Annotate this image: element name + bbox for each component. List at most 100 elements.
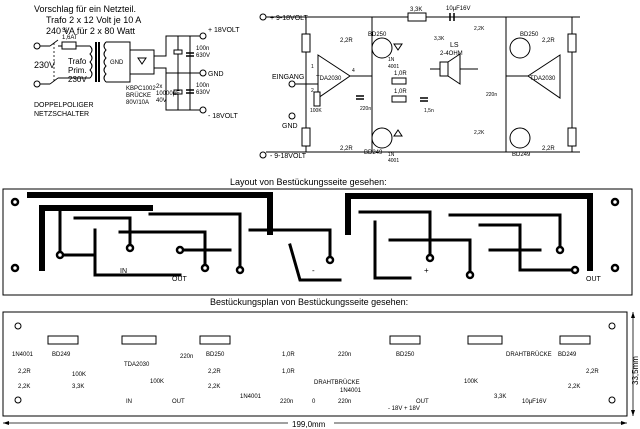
r10-label: 1,0R [394,71,407,77]
speaker-magnet [439,61,449,77]
part-zero-label: 0 [312,399,316,405]
r22-label: 2,2R [542,38,555,44]
c15-label: 1,5n [424,108,434,114]
mounting-hole [14,322,22,330]
bridge-diode-symbol [137,57,147,65]
dimension-arrow [3,421,9,425]
bulk-cap-symbol [173,89,183,95]
pcb-fat-trace [39,205,153,271]
mounting-hole [10,263,20,273]
part-bd249-label: BD249 [558,352,577,358]
part-r100k-label: 100K [72,372,86,378]
layout-minus-label: - [312,266,315,275]
part-r10-label: 1,0R [282,369,295,375]
height-dimension-label: 33,5mm [631,356,640,385]
resistor-100k [313,91,321,107]
pcb-pad [425,253,435,263]
part-out-label: OUT [416,399,429,405]
bulk-cap-label-line-2: 10000µF [156,91,180,97]
c220-label: 220n [486,92,497,98]
dimension-arrow [621,421,627,425]
part-diode-label: 1N4001 [340,388,362,394]
pcb-pad [55,250,65,260]
film-cap-label-line-2: 630V [196,53,210,59]
resistor-1r0 [391,77,407,85]
mounting-hole [608,322,616,330]
r22-label: 2,2R [542,146,555,152]
mounting-hole [608,396,616,404]
pcb-pad [175,245,185,255]
part-c220-label: 220n [280,399,293,405]
pin-label: 2 [311,88,314,94]
part-bridge-label: DRAHTBRÜCKE [506,351,552,358]
component-placement-view: Bestückungsplan von Bestückungsseite ges… [2,297,640,429]
pcb-trace [388,238,472,277]
diode-symbol [393,43,403,51]
rect-gnd-label: GND [110,60,124,66]
part-c10u-label: 10µF16V [522,399,546,405]
pcb-pad [200,263,210,273]
part-r22k-label: 2,2K [18,384,30,390]
pcb-trace [118,230,207,270]
part-bd249-label: BD249 [52,352,71,358]
part-c220-label: 220n [338,399,351,405]
feedback-resistor [407,12,427,22]
fuse-label-line-1: Si [62,28,67,34]
heatsink-tda2030 [467,335,503,345]
pcb-trace [93,228,182,277]
pcb-layout-view: Layout von Bestückungsseite gesehen: [2,177,633,296]
r22-label: 2,2R [340,146,353,152]
part-r22-label: 2,2R [18,369,31,375]
fuse-symbol [61,41,77,50]
speaker-cone [447,53,461,85]
amp-neg-rail-label: - 9-18VOLT [270,153,307,160]
bd249-label: BD249 [512,152,531,158]
mounting-hole [610,263,620,273]
part-bridge-label: DRAHTBRÜCKE [314,379,360,386]
part-r33k-label: 3,3K [72,384,84,390]
opamp-left [317,54,351,99]
width-dimension-label: 199,0mm [292,420,326,429]
part-r22-label: 2,2R [208,369,221,375]
resistor-1r0 [391,95,407,103]
dimension-label-bg [288,418,334,428]
pcb-pad [125,243,135,253]
trafo-label-line-1: Trafo [68,57,87,66]
trafo-label-line-2: Prim. [68,66,87,75]
r22k-label: 2,2K [474,26,485,32]
r10-label: 1,0R [394,89,407,95]
ic-left-label: TDA2030 [316,76,342,82]
transistor-bd250-left [371,37,393,59]
mounting-hole [10,197,20,207]
transistor-bd250-right [509,37,531,59]
film-cap-label-line-1: 100n [196,46,209,52]
resistor [301,127,311,147]
pos-rail-terminal [199,32,207,40]
bridge-label-line-2: BRÜCKE [126,92,151,99]
trafo-primary-coil [89,45,93,79]
film-cap-label-line-2: 630V [196,90,210,96]
part-c220-label: 220n [338,352,351,358]
layout-title: Layout von Bestückungsseite gesehen: [230,177,387,187]
switch-label-line-1: DOPPELPOLIGER [34,102,94,109]
pcb-pad [570,265,580,275]
bulk-cap-label-line-1: 2x [156,84,162,90]
pcb-trace [248,228,332,262]
r-top-label: 3,3K [410,7,422,13]
ic-right-label: TDA2030 [530,76,556,82]
part-diode-label: 1N4001 [12,352,34,358]
part-in-label: IN [126,399,132,405]
psu-title-line-3: 240 VA für 2 x 80 Watt [46,26,136,36]
pin-label: 1 [311,64,314,70]
part-bd250-label: BD250 [396,352,415,358]
pcb-fat-trace [345,193,593,271]
heatsink-bd250 [389,335,421,345]
neg-rail-wire [154,67,200,111]
diode-label-1: 1N [388,57,395,63]
pos-rail-wire [154,35,200,57]
mounting-hole [610,197,620,207]
part-v18m-label: - 18V [388,406,402,412]
pin-label: 4 [352,68,355,74]
speaker-label-line-2: 2-4OHM [440,51,463,57]
